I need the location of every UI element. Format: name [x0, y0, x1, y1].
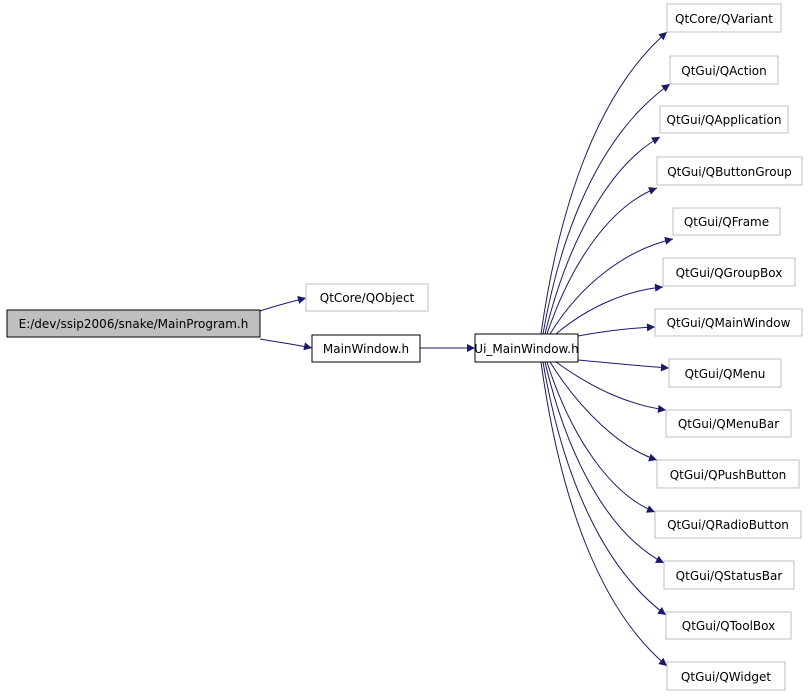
edge-ui-to-qstatusbar: [544, 361, 665, 564]
edge-ui-to-qmenu: [577, 359, 670, 372]
node-qtgui-qpushbutton[interactable]: QtGui/QPushButton: [656, 459, 800, 489]
edge-root-to-qobject: [259, 296, 307, 312]
edge-ui-to-qgroupbox: [555, 283, 664, 335]
node-label: QtGui/QStatusBar: [676, 569, 783, 583]
node-label: QtGui/QApplication: [667, 113, 782, 127]
node-label: QtCore/QVariant: [675, 12, 773, 26]
node-label: E:/dev/ssip2006/snake/MainProgram.h: [19, 317, 249, 331]
node-label: QtGui/QRadioButton: [667, 518, 789, 532]
edge-ui-to-qwidget: [540, 361, 668, 667]
node-label: QtGui/QButtonGroup: [667, 165, 792, 179]
node-label: QtGui/QToolBox: [682, 619, 776, 633]
node-label: Ui_MainWindow.h: [474, 342, 578, 356]
node-qtgui-qmainwindow[interactable]: QtGui/QMainWindow: [654, 308, 803, 337]
node-label: QtGui/QPushButton: [670, 468, 787, 482]
edge-ui-to-qmainwindow: [577, 323, 656, 337]
node-qtgui-qbuttongroup[interactable]: QtGui/QButtonGroup: [656, 156, 803, 186]
node-mainwindow-h[interactable]: MainWindow.h: [311, 334, 421, 363]
node-qtgui-qframe[interactable]: QtGui/QFrame: [672, 207, 781, 236]
node-ui-mainwindow-h[interactable]: Ui_MainWindow.h: [474, 333, 579, 363]
edge-root-to-mainwindow: [259, 338, 313, 351]
node-label: QtGui/QMenu: [685, 367, 766, 381]
node-label: QtGui/QMenuBar: [678, 417, 779, 431]
node-label: MainWindow.h: [323, 342, 409, 356]
node-label: QtGui/QMainWindow: [667, 316, 791, 330]
node-qtgui-qapplication[interactable]: QtGui/QApplication: [659, 105, 789, 134]
node-label: QtGui/QFrame: [684, 215, 769, 229]
node-qtgui-qaction[interactable]: QtGui/QAction: [669, 55, 779, 85]
node-label: QtGui/QAction: [681, 64, 766, 78]
node-root-mainprogram-h[interactable]: E:/dev/ssip2006/snake/MainProgram.h: [6, 309, 261, 338]
edge-ui-to-qtoolbox: [542, 361, 667, 616]
node-qtgui-qgroupbox[interactable]: QtGui/QGroupBox: [662, 257, 796, 287]
node-qtgui-qstatusbar[interactable]: QtGui/QStatusBar: [663, 560, 795, 590]
node-label: QtCore/QObject: [320, 291, 415, 305]
node-qtcore-qvariant[interactable]: QtCore/QVariant: [666, 3, 782, 33]
node-qtgui-qtoolbox[interactable]: QtGui/QToolBox: [665, 611, 792, 640]
node-qtgui-qwidget[interactable]: QtGui/QWidget: [666, 661, 786, 691]
edge-ui-to-qradiobutton: [546, 361, 656, 513]
node-qtgui-qmenubar[interactable]: QtGui/QMenuBar: [665, 409, 792, 438]
edge-ui-to-qmenubar: [555, 361, 667, 413]
edge-ui-to-qpushbutton: [549, 361, 658, 462]
node-label: QtGui/QGroupBox: [676, 266, 783, 280]
node-label: QtGui/QWidget: [681, 670, 771, 684]
edge-ui-to-qapplication: [544, 136, 661, 335]
edge-ui-to-qvariant: [540, 31, 668, 335]
node-qtgui-qmenu[interactable]: QtGui/QMenu: [668, 358, 782, 388]
edge-ui-to-qframe: [549, 236, 674, 335]
node-qtcore-qobject[interactable]: QtCore/QObject: [305, 283, 429, 312]
node-qtgui-qradiobutton[interactable]: QtGui/QRadioButton: [654, 510, 802, 539]
edge-ui-to-qbuttongroup: [546, 187, 658, 335]
edge-ui-to-qaction: [542, 83, 671, 335]
